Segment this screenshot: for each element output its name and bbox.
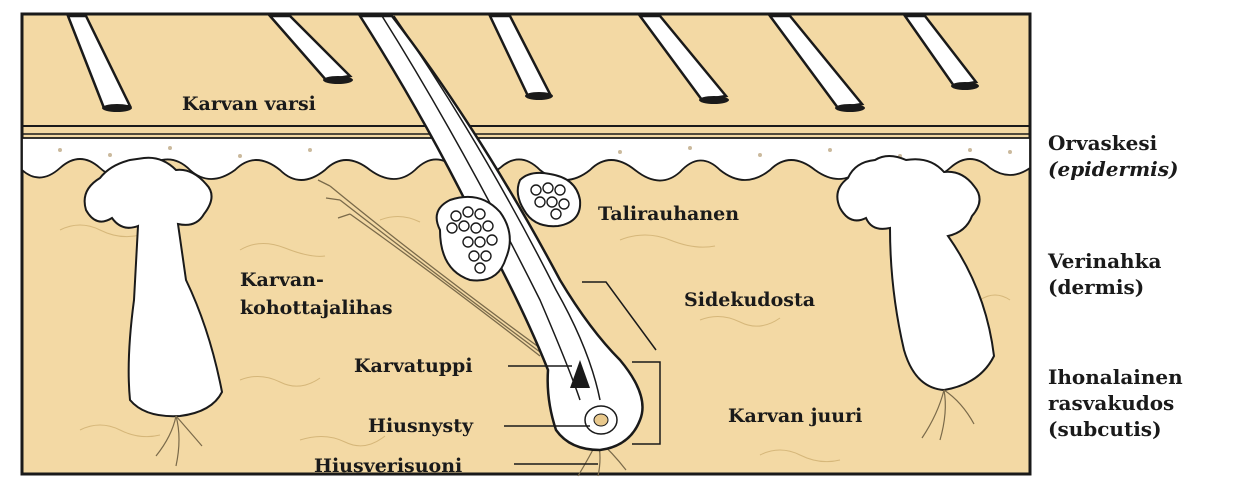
layer-epidermis: (epidermis) — [1048, 157, 1179, 181]
label-karvan-juuri: Karvan juuri — [728, 405, 862, 427]
layer-verinahka: Verinahka — [1047, 249, 1161, 273]
label-talirauhanen: Talirauhanen — [598, 203, 739, 225]
layer-subcutis: (subcutis) — [1048, 417, 1162, 441]
label-hiusnysty: Hiusnysty — [368, 415, 474, 437]
label-sidekudosta: Sidekudosta — [684, 289, 815, 311]
layer-dermis: (dermis) — [1048, 275, 1144, 299]
layer-ihonalainen-line2: rasvakudos — [1048, 391, 1174, 415]
label-karvan-varsi: Karvan varsi — [182, 93, 316, 115]
layer-orvaskesi: Orvaskesi — [1048, 131, 1158, 155]
label-hiusverisuoni: Hiusverisuoni — [314, 455, 462, 477]
label-karvatuppi: Karvatuppi — [354, 355, 473, 377]
label-karvankohottajalihas-line1: Karvan- — [240, 269, 324, 291]
label-karvankohottajalihas-line2: kohottajalihas — [240, 297, 393, 319]
layer-ihonalainen-line1: Ihonalainen — [1048, 365, 1183, 389]
